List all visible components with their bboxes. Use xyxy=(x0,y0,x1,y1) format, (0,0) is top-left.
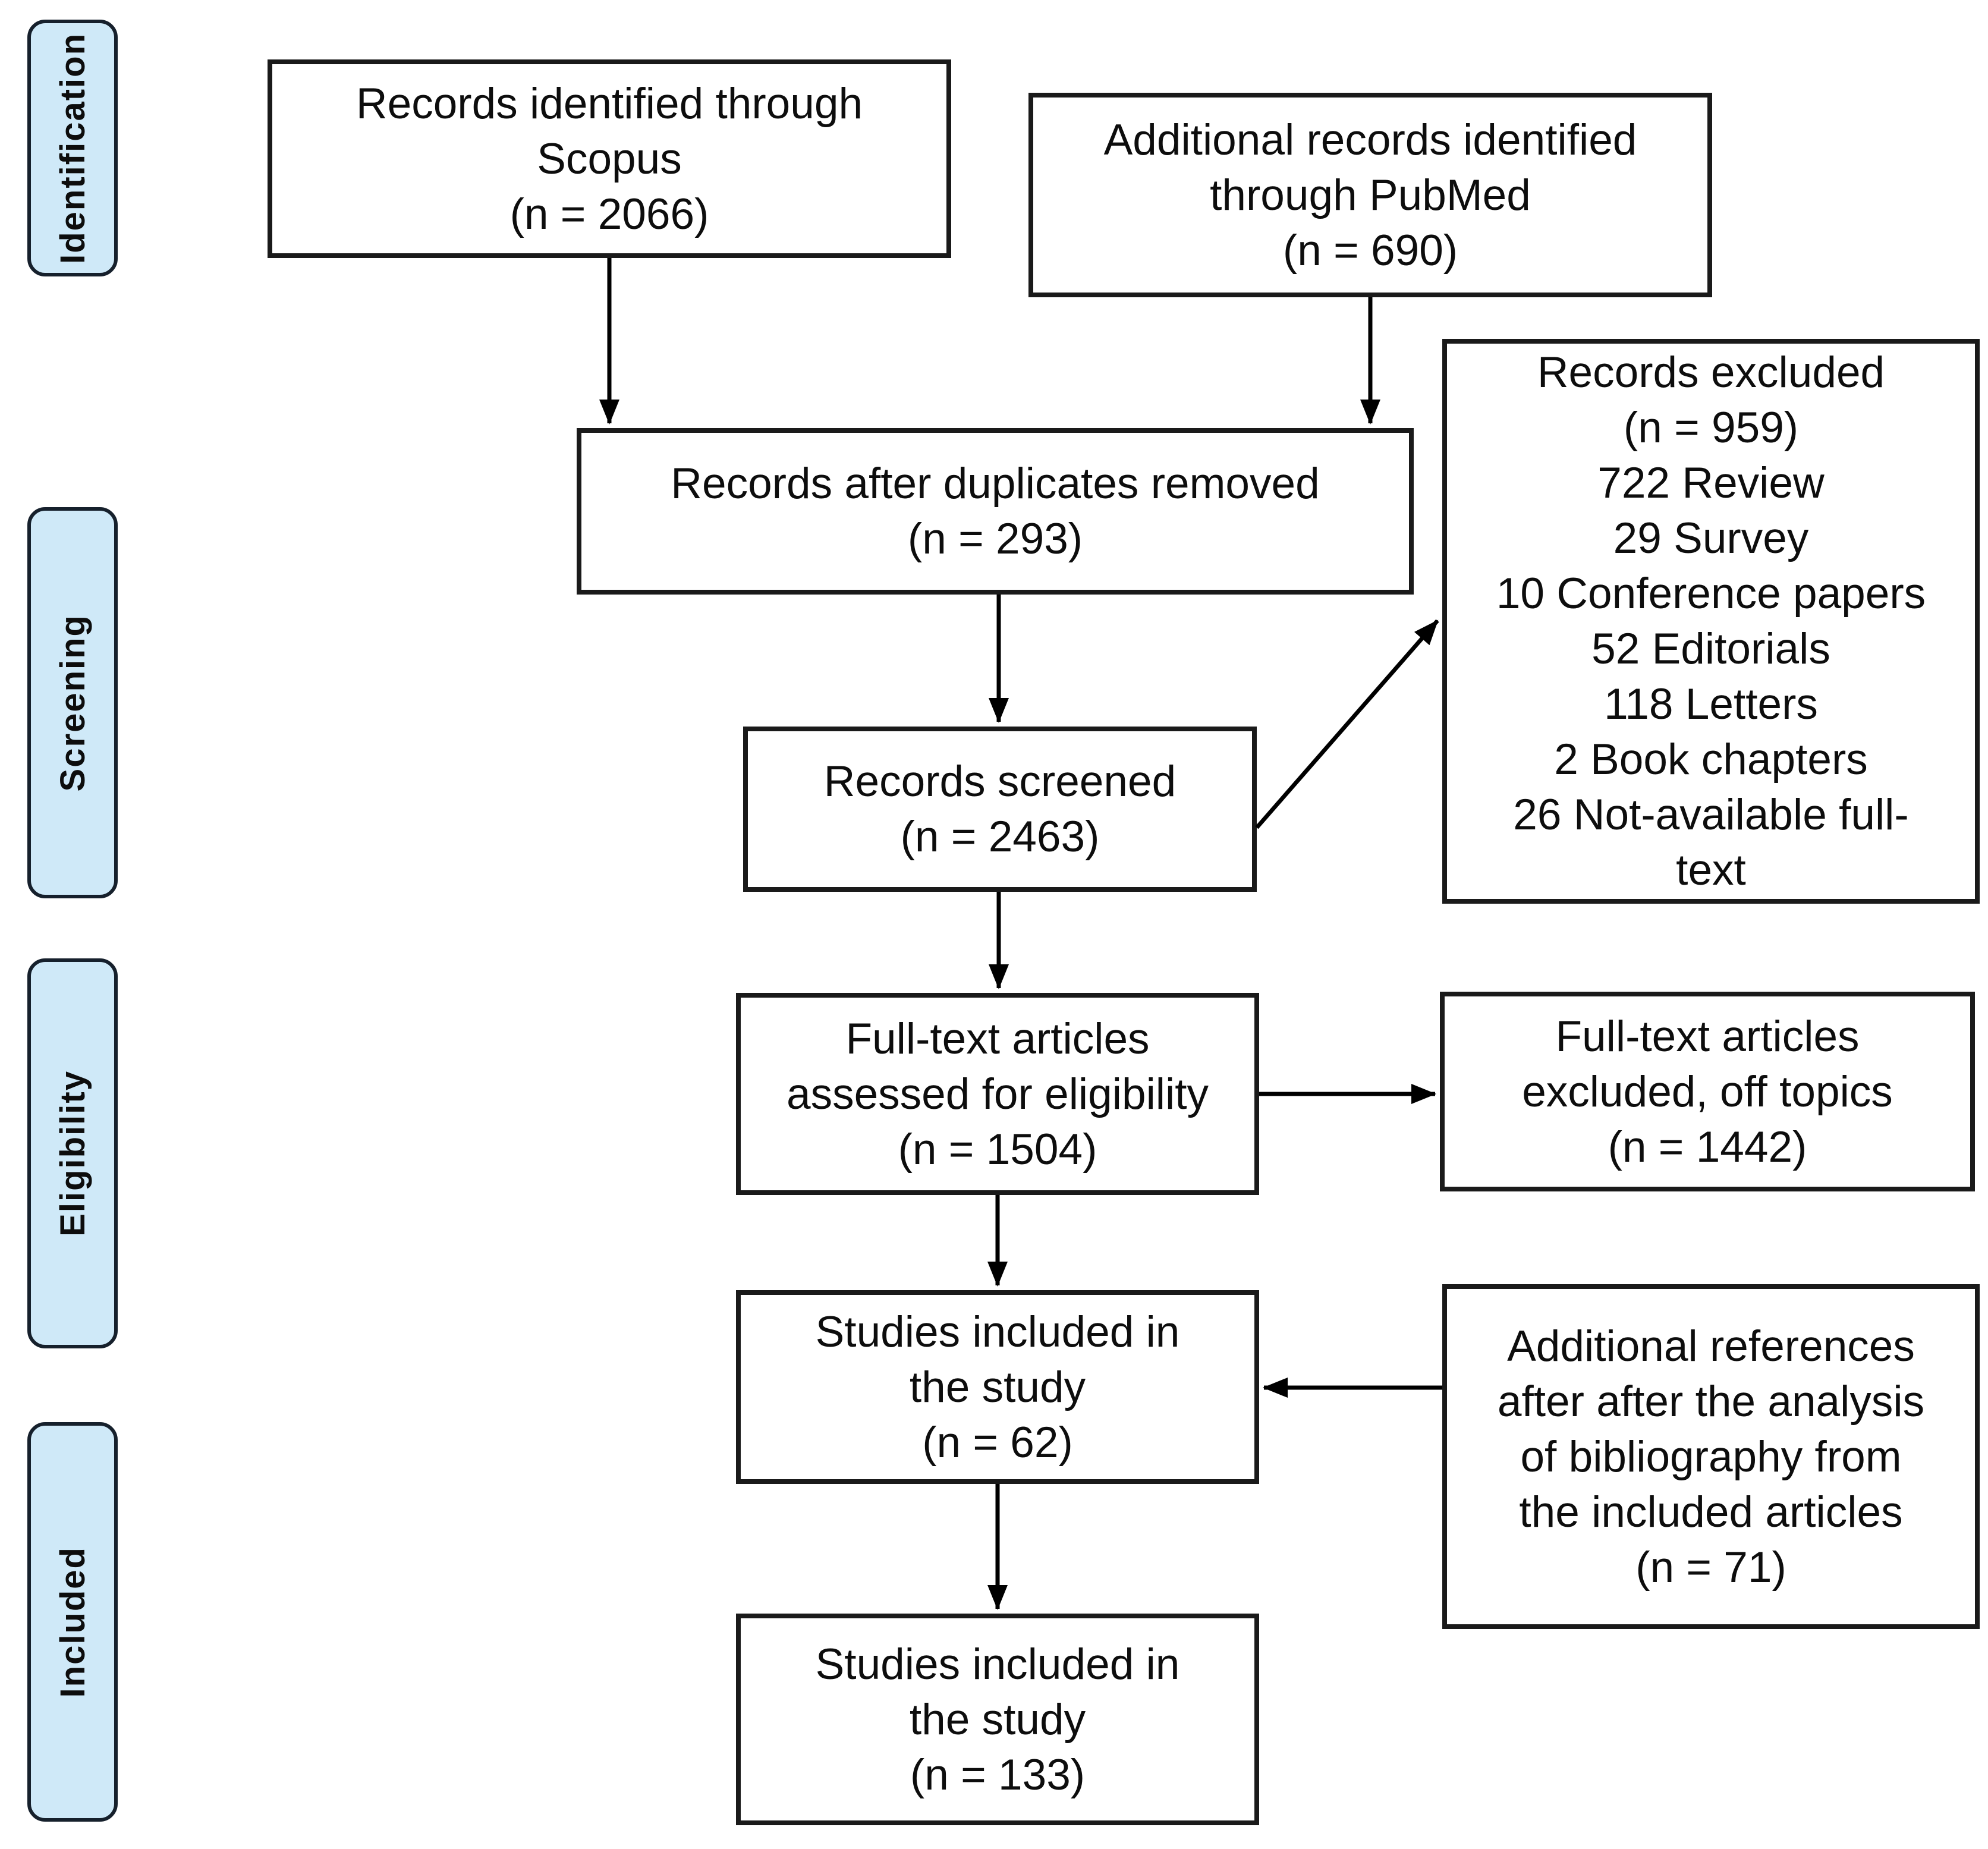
box-text-line: Records excluded xyxy=(1537,348,1885,397)
box-text-line: after after the analysis xyxy=(1497,1377,1925,1426)
stage-label-included: Included xyxy=(27,1422,118,1822)
box-text-line: (n = 2463) xyxy=(900,813,1100,861)
stage-label-screening: Screening xyxy=(27,507,118,898)
box-text-line: (n = 293) xyxy=(907,515,1083,563)
box-text-line: through PubMed xyxy=(1210,171,1531,219)
box-text-line: excluded, off topics xyxy=(1522,1067,1893,1116)
box-text-line: 722 Review xyxy=(1597,459,1825,507)
box-text-line: (n = 1442) xyxy=(1608,1122,1807,1171)
box-text-line: of bibliography from xyxy=(1520,1432,1902,1481)
box-text-line: Full-text articles xyxy=(845,1014,1150,1063)
box-text-line: the study xyxy=(909,1363,1086,1411)
box-text-line: Studies included in xyxy=(815,1640,1180,1688)
box-text-line: assessed for eligibility xyxy=(786,1070,1209,1118)
box-text-line: (n = 71) xyxy=(1635,1543,1786,1592)
box-additional-records-pubmed: Additional records identified through Pu… xyxy=(1028,93,1712,297)
stage-label-text: Included xyxy=(53,1546,92,1698)
box-text-line: 2 Book chapters xyxy=(1554,735,1868,784)
box-text-line: the included articles xyxy=(1519,1488,1903,1536)
stage-label-eligibility: Eligibility xyxy=(27,958,118,1348)
box-text-line: Records after duplicates removed xyxy=(671,460,1320,508)
box-records-after-duplicates-removed: Records after duplicates removed (n = 29… xyxy=(577,428,1414,595)
box-text-line: Records screened xyxy=(823,757,1177,806)
box-additional-references-bibliography: Additional references after after the an… xyxy=(1442,1284,1980,1629)
box-text-line: (n = 959) xyxy=(1623,404,1799,452)
box-fulltext-excluded-off-topics: Full-text articles excluded, off topics … xyxy=(1440,992,1975,1191)
box-records-identified-scopus: Records identified through Scopus (n = 2… xyxy=(268,59,951,258)
box-text-line: the study xyxy=(909,1695,1086,1744)
box-text-line: (n = 133) xyxy=(910,1750,1086,1799)
box-text-line: text xyxy=(1676,846,1746,894)
stage-label-identification: Identification xyxy=(27,20,118,276)
box-text-line: (n = 690) xyxy=(1282,226,1458,275)
box-text-line: Full-text articles xyxy=(1555,1012,1860,1061)
box-text-line: (n = 2066) xyxy=(509,190,709,238)
box-text-line: 26 Not-available full- xyxy=(1513,791,1909,839)
box-text-line: (n = 1504) xyxy=(898,1125,1097,1174)
stage-label-text: Identification xyxy=(53,32,92,264)
box-studies-included-62: Studies included in the study (n = 62) xyxy=(736,1290,1259,1484)
box-text-line: Additional references xyxy=(1507,1322,1915,1370)
box-text-line: 52 Editorials xyxy=(1591,625,1830,673)
box-text-line: Studies included in xyxy=(815,1307,1180,1356)
box-text-line: (n = 62) xyxy=(922,1418,1073,1467)
box-text-line: 29 Survey xyxy=(1613,514,1809,562)
stage-label-text: Screening xyxy=(53,614,92,792)
stage-label-text: Eligibility xyxy=(53,1070,92,1237)
box-text-line: Records identified through xyxy=(356,79,863,128)
box-text-line: 118 Letters xyxy=(1604,680,1818,728)
box-text-line: Additional records identified xyxy=(1103,115,1637,164)
arrow-screened-to-excluded xyxy=(1255,619,1439,829)
box-text-line: Scopus xyxy=(537,134,682,183)
box-studies-included-133: Studies included in the study (n = 133) xyxy=(736,1614,1259,1825)
box-text-line: 10 Conference papers xyxy=(1496,570,1926,618)
box-records-screened: Records screened (n = 2463) xyxy=(743,727,1257,892)
box-records-excluded: Records excluded (n = 959) 722 Review 29… xyxy=(1442,339,1980,904)
box-fulltext-assessed-eligibility: Full-text articles assessed for eligibil… xyxy=(736,993,1259,1195)
